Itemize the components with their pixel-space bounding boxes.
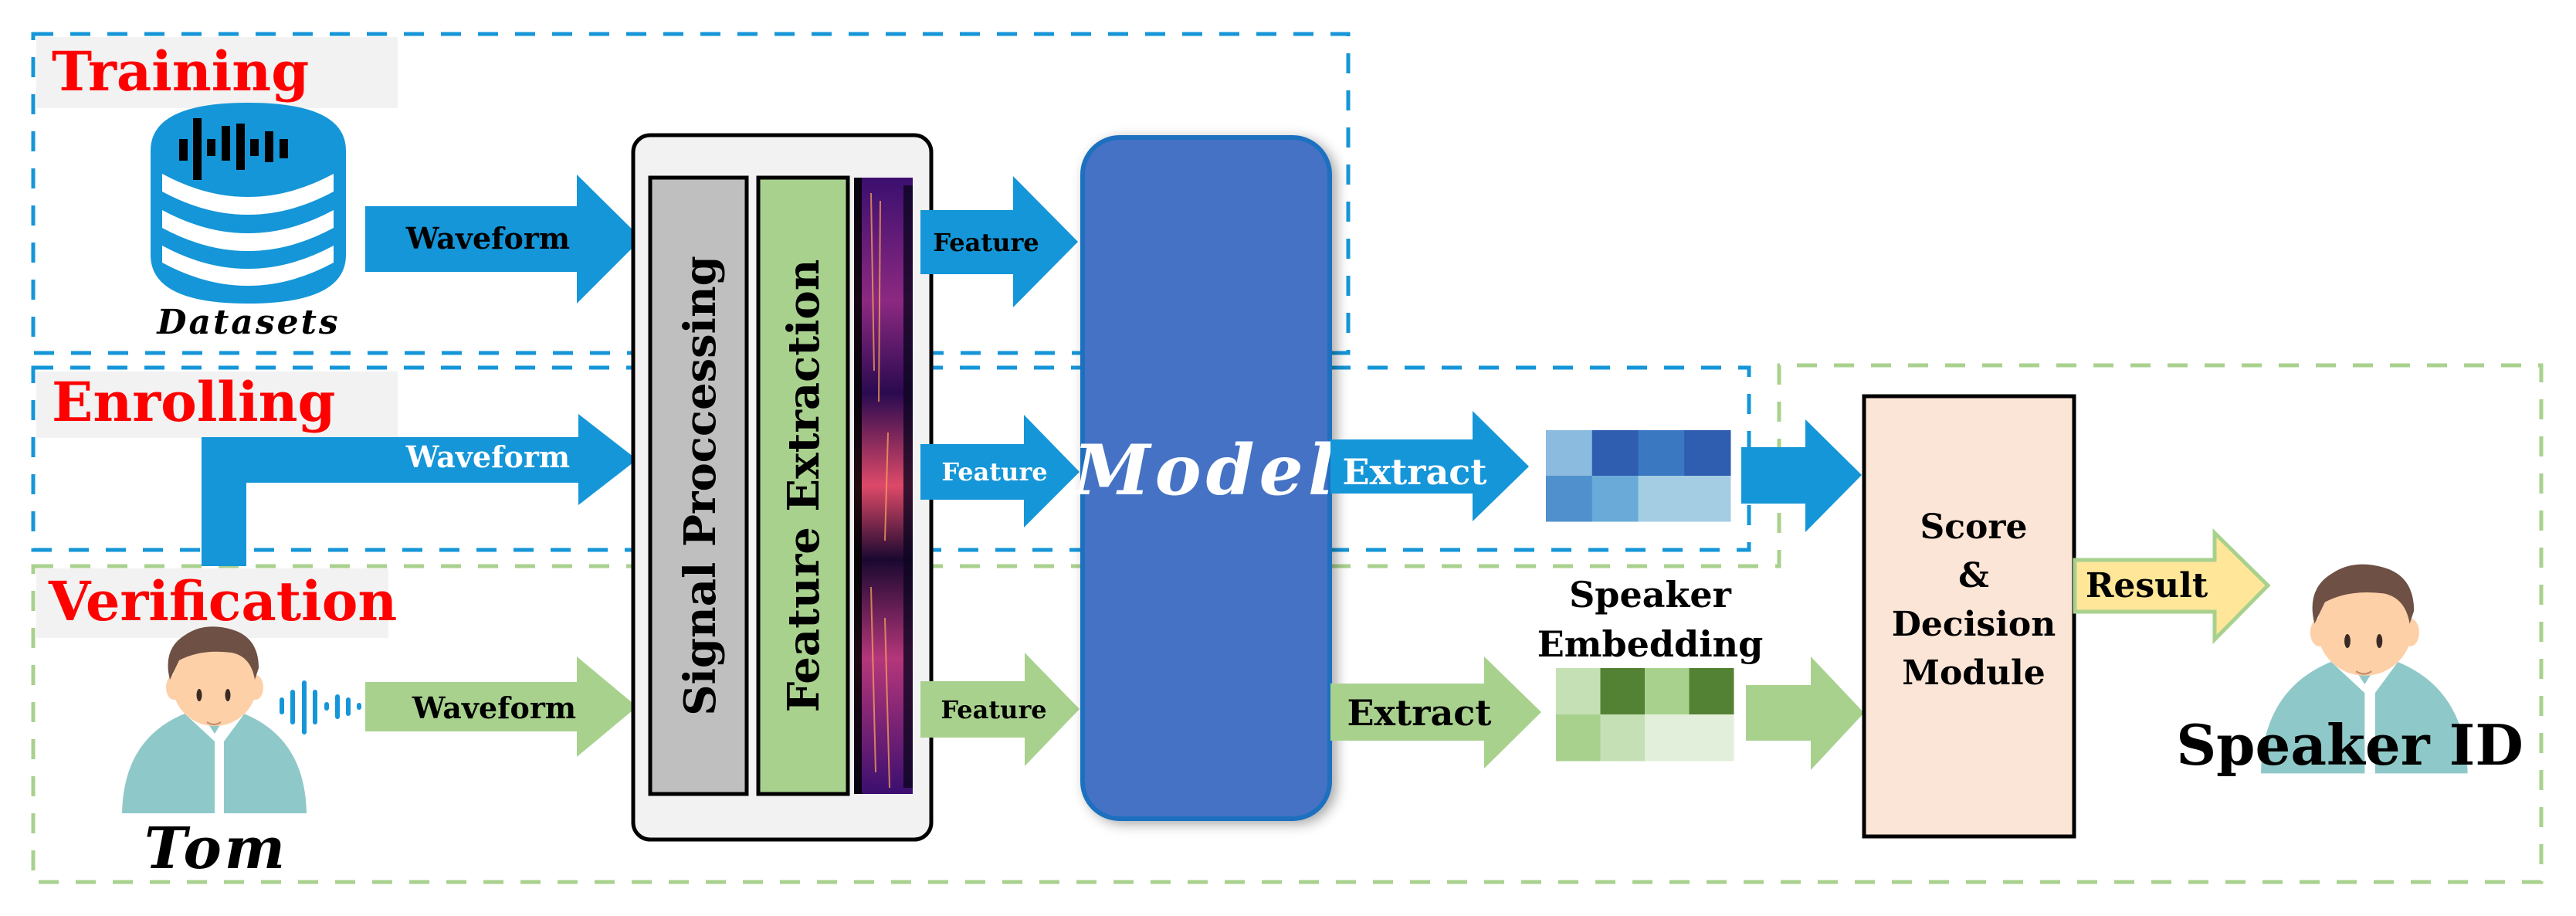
embedding-cell — [1689, 668, 1734, 715]
enrolling-extract-arrow: Extract — [1330, 411, 1529, 521]
enrolling-embedding-arrow — [1741, 419, 1862, 532]
enrolling-speaker-embedding — [1546, 430, 1731, 522]
enrolling-label: Enrolling — [52, 370, 335, 434]
verification-label-bg — [36, 568, 388, 638]
training-feature-label: Feature — [933, 228, 1039, 257]
decision-line-score: Score — [1920, 507, 2027, 547]
score-decision-module: Score & Decision Module — [1862, 394, 2076, 839]
embedding-cell — [1556, 714, 1601, 762]
result-arrow: Result — [2073, 528, 2271, 645]
model-box: Model — [1071, 135, 1339, 821]
embedding-cell — [1684, 476, 1731, 522]
verification-waveform-label: Waveform — [412, 690, 576, 725]
spectrogram-icon — [854, 178, 913, 794]
signal-processing-box — [648, 175, 749, 796]
embedding-cell — [1546, 476, 1593, 522]
tom-label: Tom — [144, 816, 288, 882]
embedding-cell — [1556, 668, 1601, 715]
speaker-id-avatar-icon — [2260, 564, 2468, 774]
verification-feature-label: Feature — [941, 695, 1046, 724]
processing-block: Signal Proccessing Feature Extraction — [631, 133, 934, 842]
verification-speaker-embedding — [1556, 668, 1734, 762]
signal-processing-label: Signal Proccessing — [675, 256, 726, 716]
enrolling-label-bg — [36, 371, 398, 438]
enrolling-extract-label: Extract — [1342, 451, 1487, 493]
embedding-cell — [1638, 430, 1685, 477]
tom-avatar-icon — [122, 626, 307, 813]
model-label: Model — [1071, 429, 1339, 511]
training-waveform-arrow: Waveform — [365, 175, 642, 304]
verification-extract-arrow: Extract — [1330, 656, 1541, 768]
datasets-label: Datasets — [155, 303, 340, 342]
verification-stage-box — [31, 363, 2544, 884]
decision-line-module: Module — [1902, 653, 2046, 693]
embedding-cell — [1645, 668, 1690, 715]
enrolling-feature-label: Feature — [941, 457, 1047, 487]
embedding-cell — [1600, 668, 1646, 715]
enrolling-waveform-label: Waveform — [405, 439, 570, 474]
database-waveform-icon — [151, 103, 346, 304]
embedding-cell — [1591, 430, 1639, 477]
training-waveform-label: Waveform — [405, 221, 570, 256]
embedding-cell — [1689, 714, 1734, 762]
embedding-cell — [1591, 476, 1639, 522]
embedding-cell — [1638, 476, 1685, 522]
verification-feature-arrow: Feature — [920, 653, 1080, 766]
embedding-cell — [1645, 714, 1690, 762]
enrolling-feature-arrow: Feature — [920, 415, 1080, 528]
enrolling-waveform-arrow: Waveform — [202, 414, 637, 566]
embedding-cell — [1546, 430, 1593, 477]
feature-extraction-label: Feature Extraction — [778, 260, 829, 713]
speaker-id-label: Speaker ID — [2176, 712, 2523, 778]
embedding-cell — [1600, 714, 1646, 762]
speaker-embedding-label-line1: Speaker — [1569, 574, 1732, 616]
result-label: Result — [2086, 566, 2208, 606]
verification-waveform-arrow: Waveform — [365, 656, 637, 757]
training-label-bg — [36, 37, 398, 108]
training-feature-arrow: Feature — [920, 176, 1078, 307]
embedding-cell — [1684, 430, 1731, 477]
decision-line-decision: Decision — [1892, 605, 2056, 644]
decision-line-ampersand: & — [1958, 556, 1989, 595]
verification-embedding-arrow — [1746, 656, 1864, 770]
verification-label: Verification — [48, 569, 397, 633]
speaker-embedding-label-line2: Embedding — [1537, 623, 1764, 665]
verification-extract-label: Extract — [1347, 692, 1492, 734]
feature-extraction-box — [756, 175, 850, 796]
soundwave-icon — [280, 680, 361, 734]
training-label: Training — [52, 39, 309, 103]
